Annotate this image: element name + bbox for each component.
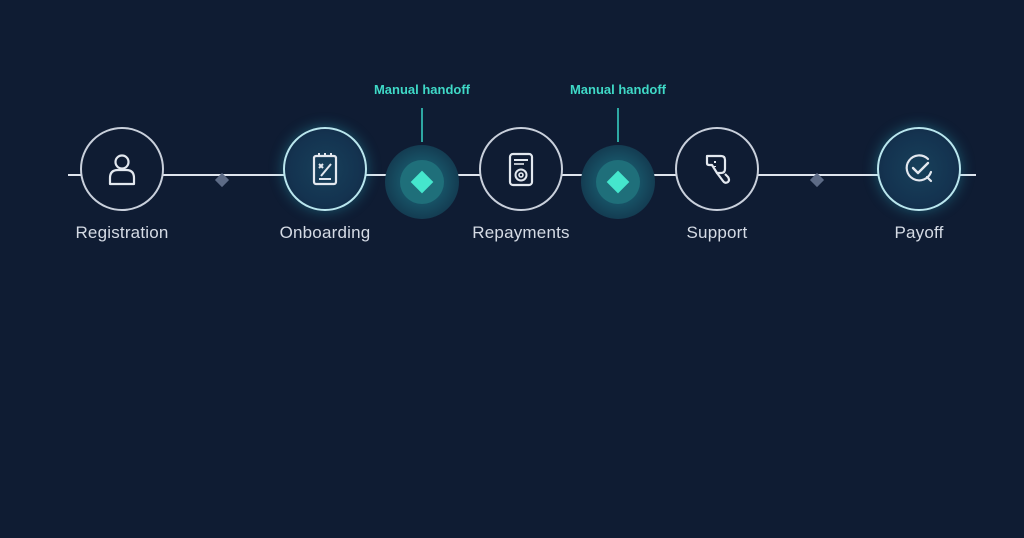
step-onboarding[interactable]: Onboarding: [255, 127, 395, 243]
step-label: Payoff: [894, 223, 944, 242]
step-circle[interactable]: [283, 127, 367, 211]
step-circle[interactable]: [675, 127, 759, 211]
check-badge-icon: [905, 154, 933, 183]
handoff-marker-2: Manual handoff: [538, 80, 698, 142]
handoff-marker-1: Manual handoff: [342, 80, 502, 142]
step-registration[interactable]: Registration: [52, 127, 192, 243]
step-circle[interactable]: [80, 127, 164, 211]
step-label: Repayments: [472, 223, 570, 242]
step-repayments[interactable]: Repayments: [451, 127, 591, 243]
payment-terminal-icon: [508, 152, 534, 187]
handoff-node[interactable]: [385, 145, 459, 219]
handoff-stem: [421, 108, 423, 142]
support-tag-icon: [705, 154, 731, 184]
handoff-stem: [617, 108, 619, 142]
handoff-node[interactable]: [581, 145, 655, 219]
handoff-label: Manual handoff: [373, 82, 471, 97]
step-support[interactable]: Support: [647, 127, 787, 243]
step-label: Onboarding: [279, 223, 371, 242]
handoff-label: Manual handoff: [569, 82, 667, 97]
user-icon: [108, 154, 136, 186]
step-circle[interactable]: [877, 127, 961, 211]
step-label: Support: [686, 223, 748, 242]
step-label: Registration: [75, 223, 169, 242]
clipboard-icon: [312, 153, 338, 186]
step-payoff[interactable]: Payoff: [849, 127, 989, 243]
step-circle[interactable]: [479, 127, 563, 211]
